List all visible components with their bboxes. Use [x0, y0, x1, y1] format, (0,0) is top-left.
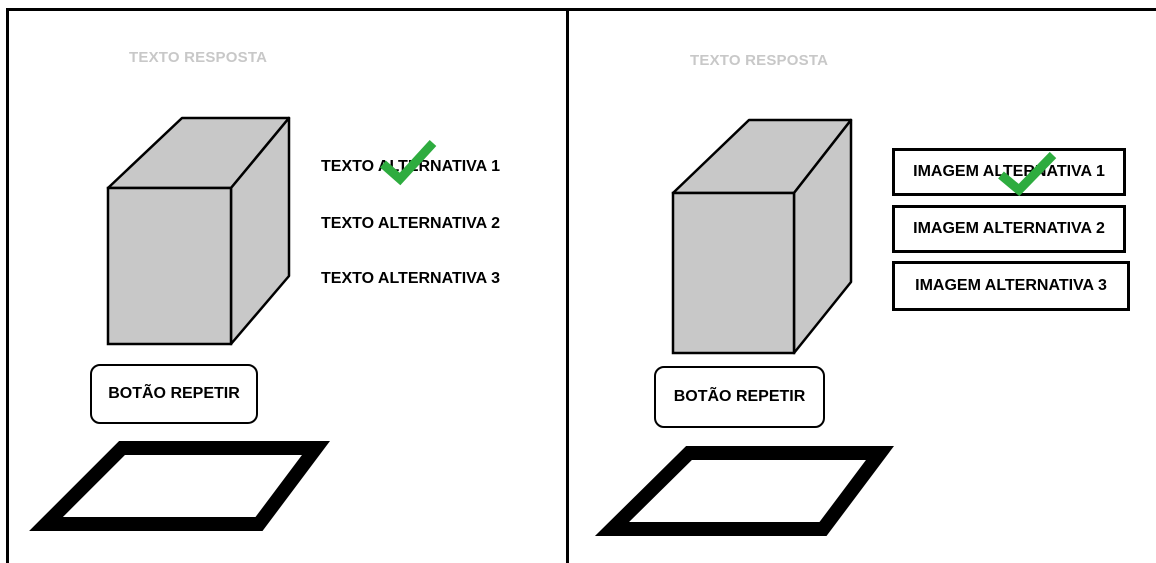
- alternative-image-2[interactable]: IMAGEM ALTERNATIVA 2: [892, 205, 1126, 253]
- response-text-label: TEXTO RESPOSTA: [690, 52, 829, 69]
- repeat-button[interactable]: BOTÃO REPETIR: [654, 366, 825, 428]
- frame-top-border: [6, 8, 1156, 11]
- parallelogram-pad[interactable]: [594, 446, 894, 542]
- panel-divider: [566, 8, 569, 563]
- parallelogram-pad[interactable]: [29, 441, 330, 538]
- repeat-button[interactable]: BOTÃO REPETIR: [90, 364, 258, 424]
- alternative-image-1[interactable]: IMAGEM ALTERNATIVA 1: [892, 148, 1126, 196]
- alternative-3[interactable]: TEXTO ALTERNATIVA 3: [321, 270, 500, 287]
- check-icon: [998, 151, 1057, 197]
- cube-icon: [106, 116, 291, 346]
- frame-left-border: [6, 8, 9, 563]
- cube-icon: [671, 118, 853, 355]
- text-alternatives-panel: TEXTO RESPOSTA TEXTO ALTERNATIVA 1 TEXTO…: [9, 11, 566, 563]
- check-icon: [380, 139, 437, 186]
- alternative-image-3[interactable]: IMAGEM ALTERNATIVA 3: [892, 261, 1130, 311]
- image-alternatives-panel: TEXTO RESPOSTA IMAGEM ALTERNATIVA 1 IMAG…: [569, 11, 1130, 563]
- alternative-2[interactable]: TEXTO ALTERNATIVA 2: [321, 215, 500, 232]
- response-text-label: TEXTO RESPOSTA: [129, 49, 268, 66]
